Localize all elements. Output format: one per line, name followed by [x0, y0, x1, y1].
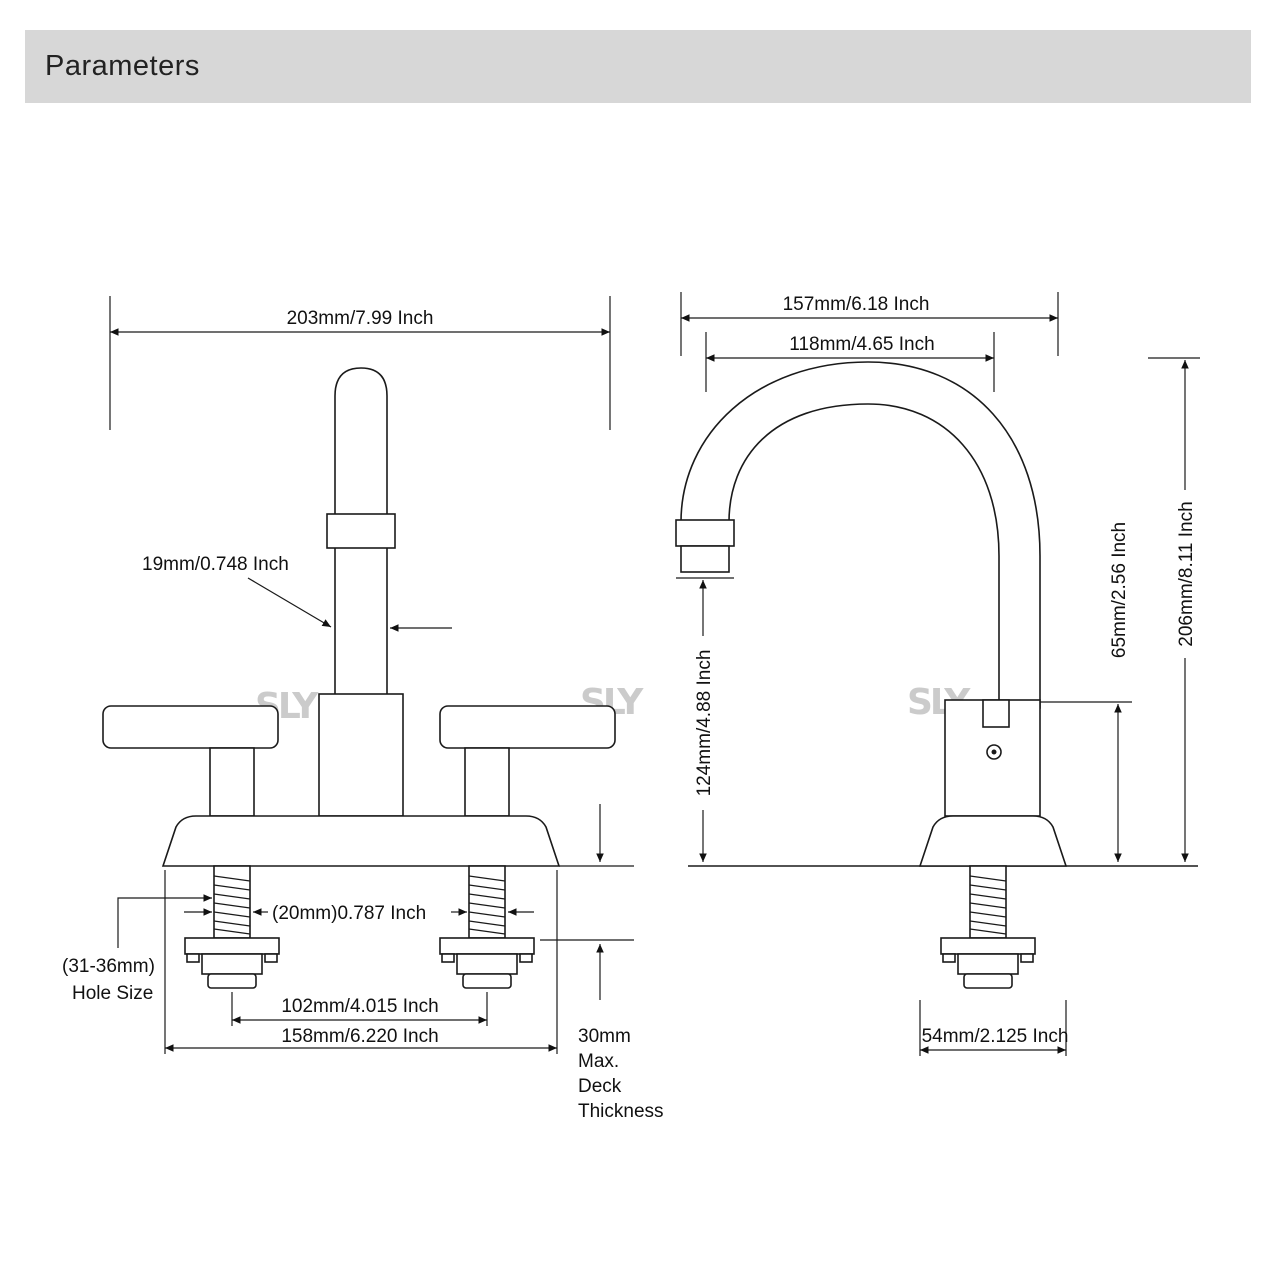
dim-label-overall-depth: 157mm/6.18 Inch: [783, 294, 930, 315]
dim-label-spout-reach: 118mm/4.65 Inch: [789, 334, 934, 355]
dim-label-base-depth: 54mm/2.125 Inch: [922, 1026, 1069, 1047]
dim-label-deck-2: Max.: [578, 1051, 619, 1072]
header-bar: Parameters: [25, 30, 1251, 103]
dim-overall-depth: 157mm/6.18 Inch: [680, 292, 1059, 356]
front-left-handle: [102, 705, 279, 749]
dim-base-width: 158mm/6.220 Inch: [164, 870, 558, 1054]
front-right-handle: [439, 705, 616, 749]
faucet-side-view: 157mm/6.18 Inch 118mm/4.65 Inch 124mm/4.…: [675, 292, 1200, 1056]
dim-overall-height: 206mm/8.11 Inch: [1148, 357, 1200, 862]
front-center-body: [318, 693, 404, 817]
dim-spout-reach: 118mm/4.65 Inch: [705, 332, 995, 392]
front-left-shank: [184, 865, 280, 989]
side-spout-tip-ring: [675, 519, 735, 547]
side-gooseneck-spout: [680, 361, 1041, 709]
dim-spout-diameter: 19mm/0.748 Inch: [142, 554, 452, 632]
dim-label-base-width: 158mm/6.220 Inch: [281, 1026, 438, 1047]
side-spout-aerator: [680, 545, 730, 573]
front-left-handle-stem: [209, 747, 255, 817]
dim-overall-width: 203mm/7.99 Inch: [109, 296, 611, 430]
dim-label-shank-diameter: (20mm)0.787 Inch: [272, 903, 426, 924]
side-screw-hole-dot: [991, 749, 997, 755]
side-shank: [940, 865, 1036, 989]
front-base: [161, 815, 561, 867]
dim-label-body-height: 65mm/2.56 Inch: [1109, 522, 1130, 658]
dim-outlet-height: 124mm/4.88 Inch: [676, 577, 734, 862]
dim-label-spout-diameter: 19mm/0.748 Inch: [142, 554, 289, 575]
side-base: [918, 815, 1068, 867]
dim-hole-size: (31-36mm) Hole Size: [62, 894, 212, 1004]
dim-deck-thickness: 30mm Max. Deck Thickness: [540, 804, 664, 1122]
dim-shank-diameter: (20mm)0.787 Inch: [184, 903, 534, 924]
dim-label-hole-size-1: (31-36mm): [62, 956, 155, 977]
dim-label-overall-height: 206mm/8.11 Inch: [1176, 501, 1197, 646]
side-handle-stem: [982, 699, 1010, 728]
dim-label-faucet-centers: 102mm/4.015 Inch: [281, 996, 438, 1017]
dim-label-deck-4: Thickness: [578, 1101, 664, 1122]
dim-label-overall-width: 203mm/7.99 Inch: [287, 308, 434, 329]
dim-label-outlet-height: 124mm/4.88 Inch: [694, 650, 715, 797]
dim-faucet-centers: 102mm/4.015 Inch: [231, 992, 488, 1026]
front-spout-collar: [326, 513, 396, 549]
page-title: Parameters: [45, 50, 200, 82]
dim-label-deck-1: 30mm: [578, 1026, 631, 1047]
dim-label-hole-size-2: Hole Size: [72, 983, 153, 1004]
front-right-handle-stem: [464, 747, 510, 817]
front-right-shank: [439, 865, 535, 989]
faucet-front-view: 203mm/7.99 Inch 19mm/0.748 Inch 30mm Max…: [62, 296, 664, 1122]
dim-label-deck-3: Deck: [578, 1076, 622, 1097]
dim-base-depth: 54mm/2.125 Inch: [919, 1000, 1069, 1056]
dim-body-height: 65mm/2.56 Inch: [1040, 522, 1132, 862]
